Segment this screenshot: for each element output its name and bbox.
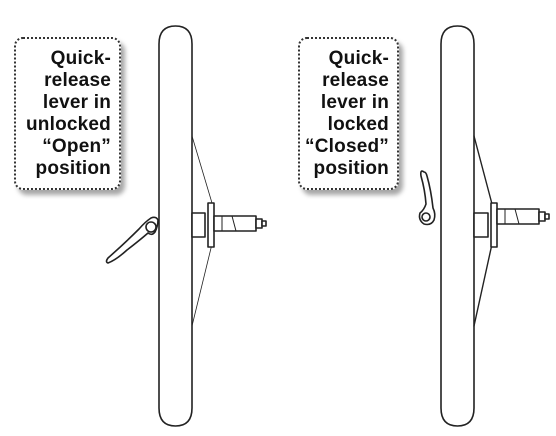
wheel-open bbox=[105, 25, 267, 427]
callout-open-line-4: unlocked bbox=[25, 113, 111, 135]
spoke-upper-open bbox=[191, 135, 213, 204]
callout-closed-line-3: lever in bbox=[320, 91, 389, 113]
dropout-closed bbox=[490, 202, 498, 248]
axle-nut-closed bbox=[538, 211, 546, 222]
spoke-upper-closed bbox=[473, 135, 493, 205]
hub-flange-closed bbox=[473, 212, 489, 238]
callout-open-position: Quick- release lever in unlocked “Open” … bbox=[14, 37, 121, 190]
spoke-lower-closed bbox=[473, 243, 493, 327]
callout-closed-line-6: position bbox=[313, 157, 389, 179]
quick-release-lever-closed-icon bbox=[418, 170, 436, 226]
callout-open-line-6: position bbox=[35, 157, 111, 179]
spoke-lower-open bbox=[191, 243, 213, 327]
callout-open-line-3: lever in bbox=[42, 91, 111, 113]
axle-nut-open bbox=[255, 218, 263, 229]
callout-closed-line-1: Quick- bbox=[328, 47, 389, 69]
dropout-open bbox=[207, 202, 215, 248]
quick-release-lever-open-icon bbox=[105, 216, 159, 264]
hub-flange-open bbox=[191, 212, 206, 238]
tire-closed-icon bbox=[440, 25, 475, 427]
callout-closed-line-2: release bbox=[322, 69, 389, 91]
callout-open-line-5: “Open” bbox=[42, 135, 111, 157]
callout-closed-position: Quick- release lever in locked “Closed” … bbox=[298, 37, 399, 190]
callout-open-line-1: Quick- bbox=[50, 47, 111, 69]
callout-closed-line-4: locked bbox=[327, 113, 389, 135]
tire-open-icon bbox=[158, 25, 193, 427]
callout-closed-line-5: “Closed” bbox=[305, 135, 389, 157]
wheel-closed bbox=[418, 25, 550, 427]
callout-open-line-2: release bbox=[44, 69, 111, 91]
